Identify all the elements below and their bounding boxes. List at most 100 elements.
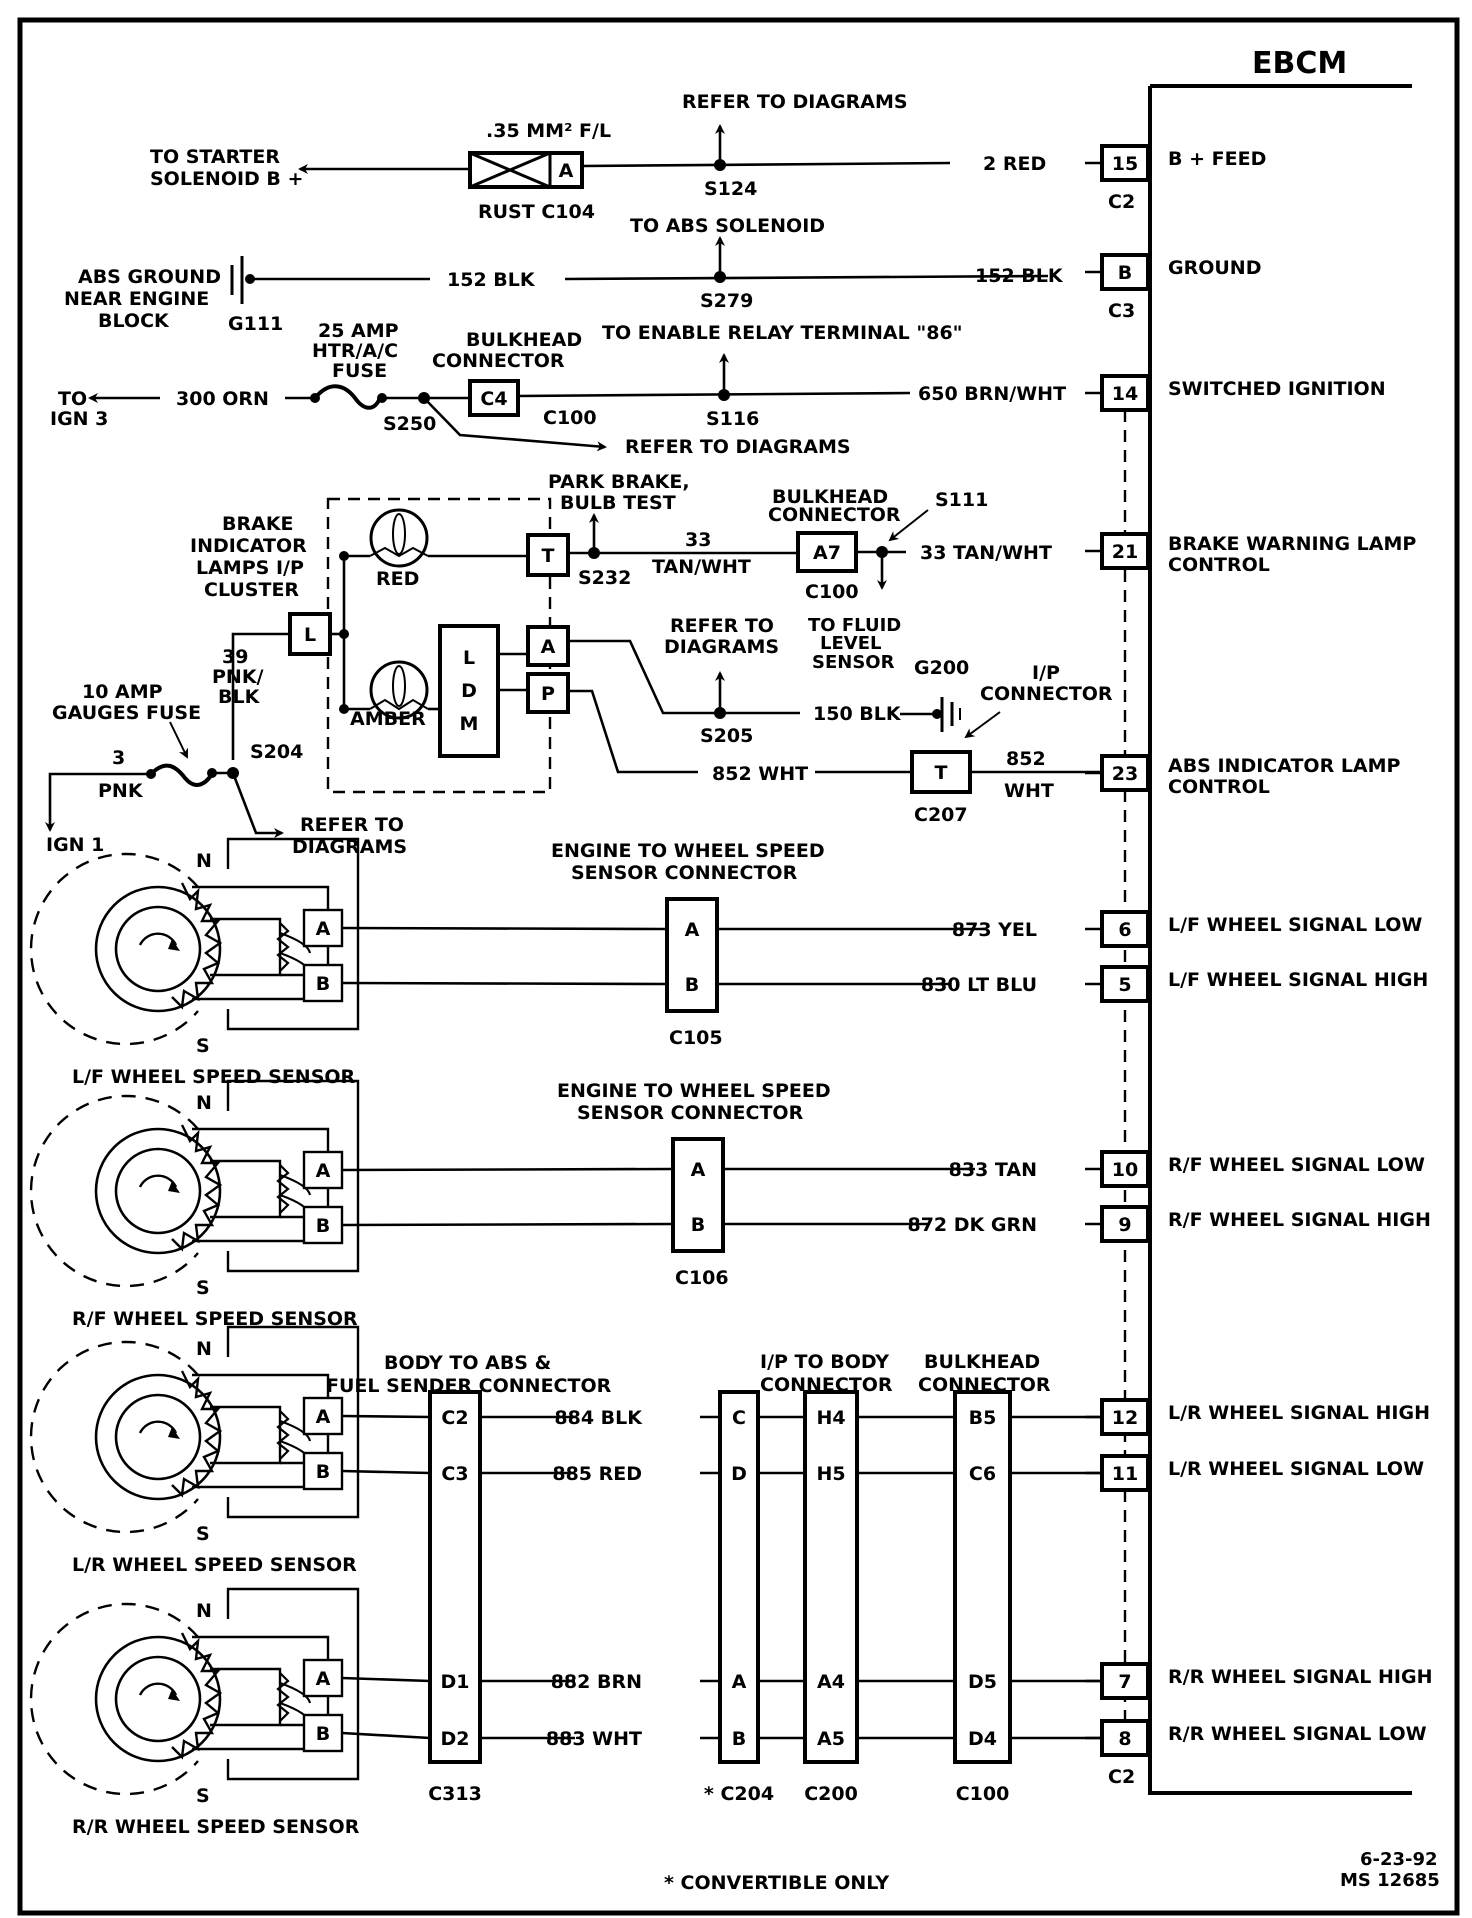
refer-s204-label-2: DIAGRAMS (292, 836, 407, 858)
pin-a-label: A (541, 636, 556, 658)
wire-33-tan-wht: 33 TAN/WHT (920, 542, 1052, 564)
wire-label: 884 BLK (554, 1407, 643, 1429)
connector-pin: D1 (441, 1671, 470, 1693)
pin-p (526, 672, 570, 714)
ign1-label: IGN 1 (46, 834, 104, 856)
wire-150-blk: 150 BLK (813, 703, 902, 725)
terminal-pin-box (1100, 1150, 1150, 1188)
connector-pin: C (732, 1407, 746, 1429)
s232-label: S232 (578, 567, 631, 589)
brake-lamp-cluster: BRAKE INDICATOR LAMPS I/P CLUSTER L RED … (190, 471, 1113, 826)
wire-33-label: 33 (685, 529, 711, 551)
g111-label: G111 (228, 313, 283, 335)
connector-id: C200 (804, 1783, 858, 1805)
pin-t (526, 533, 570, 577)
terminal-function: L/F WHEEL SIGNAL LOW (1168, 914, 1422, 936)
fuse-25amp (313, 384, 382, 410)
connector-body (428, 1390, 482, 1764)
terminal-function: BRAKE WARNING LAMP (1168, 533, 1416, 555)
c100-title: BULKHEAD (924, 1351, 1040, 1373)
terminal-function: B + FEED (1168, 148, 1266, 170)
ip-connector-label: I/P (1032, 662, 1060, 684)
terminal-pin: 5 (1118, 974, 1131, 996)
s111-label: S111 (935, 489, 988, 511)
connector-pin-b: B (685, 974, 699, 996)
s124-label: S124 (704, 178, 757, 200)
bulkhead-label: BULKHEAD (466, 329, 582, 351)
pin-p-label: P (541, 683, 555, 705)
connector-pin: B (732, 1728, 746, 1750)
rear-wire-run: 883 WHT (341, 1728, 1102, 1750)
terminal-pin-box (1100, 374, 1150, 412)
connector-c204: C D A B * C204 (704, 1390, 774, 1805)
wire-label: 885 RED (552, 1463, 642, 1485)
ground-symbol-g200 (940, 697, 961, 732)
connector-pin: D (731, 1463, 747, 1485)
s250-label: S250 (383, 413, 436, 435)
amber-lamp-label: AMBER (350, 708, 426, 730)
refer-to-diagrams-s250: REFER TO DIAGRAMS (625, 436, 851, 458)
wire-152-blk-left: 152 BLK (447, 269, 536, 291)
connector-pin-b: B (691, 1214, 705, 1236)
wire-852-color: WHT (1004, 780, 1054, 802)
rear-wire-run: 882 BRN (341, 1671, 1102, 1693)
abs-ground-label: ABS GROUND (78, 266, 221, 288)
wire-3-label: 3 (112, 747, 125, 769)
terminal-pin-box (1100, 1398, 1150, 1436)
connector-id: * C204 (704, 1783, 774, 1805)
wire-39-label: 39 (222, 646, 248, 668)
s205-label: S205 (700, 725, 753, 747)
brake-indicator-label-4: CLUSTER (204, 579, 299, 601)
connector-title-2: SENSOR CONNECTOR (577, 1102, 804, 1124)
terminal-pin: 23 (1112, 763, 1138, 785)
sensor-pin-b-label: B (316, 973, 330, 995)
connector-pin: A4 (817, 1671, 845, 1693)
connector-pin: D4 (968, 1728, 997, 1750)
starter-label: TO STARTER (150, 146, 280, 168)
connector-id: C100 (956, 1783, 1010, 1805)
fusible-link: A (468, 151, 584, 189)
terminal-pin-box (1100, 144, 1150, 182)
terminal-pin: 7 (1118, 1671, 1131, 1693)
connector-title: ENGINE TO WHEEL SPEED (551, 840, 825, 862)
terminal-function-2: CONTROL (1168, 776, 1270, 798)
terminal-function-2: CONTROL (1168, 554, 1270, 576)
bulkhead-a7-label: BULKHEAD (772, 486, 888, 508)
connector-pin: D5 (968, 1671, 997, 1693)
ldm-module (438, 624, 500, 758)
connector-pin-a: A (691, 1159, 706, 1181)
brake-indicator-label-3: LAMPS I/P (196, 557, 304, 579)
diagram-id: MS 12685 (1340, 1870, 1440, 1891)
north-pole-label: N (196, 1600, 212, 1622)
terminal-connector-id: C2 (1108, 1766, 1135, 1788)
fusible-pin: A (559, 160, 574, 182)
sensor-pin-b (302, 963, 344, 1003)
connector-pin-a: A (685, 919, 700, 941)
wire-label: 873 YEL (952, 919, 1037, 941)
sensor-name: R/R WHEEL SPEED SENSOR (72, 1816, 360, 1838)
ebcm-terminal: 14 SWITCHED IGNITION (1085, 374, 1386, 412)
terminal-pin-box (1100, 910, 1150, 948)
connector-title-2: SENSOR CONNECTOR (571, 862, 798, 884)
terminal-function: SWITCHED IGNITION (1168, 378, 1386, 400)
terminal-pin: 14 (1112, 383, 1138, 405)
pin-l-label: L (304, 624, 316, 646)
wire-152-blk-right: 152 BLK (975, 265, 1064, 287)
terminal-pin: 12 (1112, 1407, 1138, 1429)
terminal-pin: 15 (1112, 153, 1138, 175)
ebcm-title: EBCM (1252, 46, 1347, 81)
terminal-pin-box (1100, 965, 1150, 1003)
south-pole-label: S (196, 1277, 210, 1299)
diagram-date: 6-23-92 (1360, 1849, 1438, 1870)
connector-pin: A (732, 1671, 747, 1693)
wire-label: 833 TAN (949, 1159, 1037, 1181)
sensor-pin-b (302, 1713, 344, 1753)
a7-pin: A7 (813, 542, 841, 564)
